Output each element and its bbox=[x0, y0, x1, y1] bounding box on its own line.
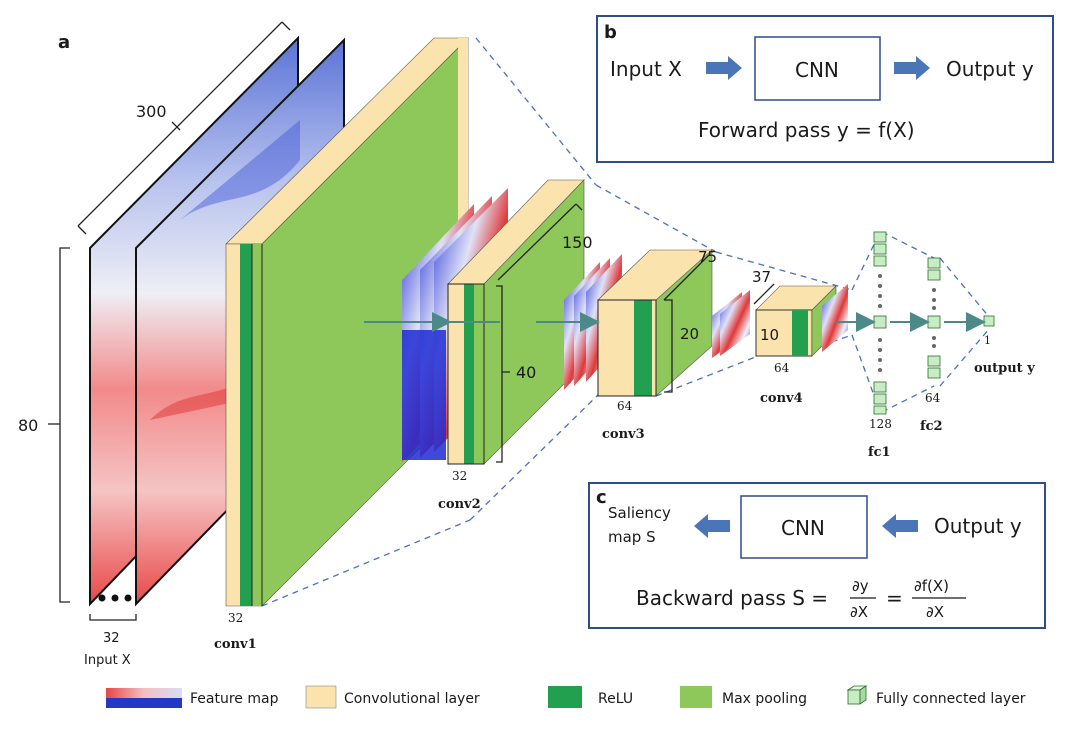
forward-cnn-label: CNN bbox=[795, 58, 839, 82]
fc2-label: fc2 bbox=[920, 419, 943, 434]
input-height-label: 80 bbox=[18, 416, 38, 435]
relu-swatch bbox=[548, 686, 582, 708]
backward-caption-prefix: Backward pass S = bbox=[636, 586, 828, 610]
legend-label: ReLU bbox=[598, 691, 633, 707]
backward-cnn-label: CNN bbox=[781, 516, 825, 540]
legend-feature-map: Feature map bbox=[106, 688, 279, 708]
input-x-label: Input X bbox=[84, 653, 131, 668]
frac2-denominator: ∂X bbox=[926, 603, 944, 621]
frac2-numerator: ∂f(X) bbox=[914, 577, 949, 595]
conv2-label: conv2 bbox=[438, 497, 481, 512]
conv4-width-bracket bbox=[753, 283, 775, 305]
input-height-bracket bbox=[48, 247, 70, 603]
output-units: 1 bbox=[984, 334, 991, 347]
conv3-channels: 64 bbox=[617, 399, 633, 413]
panel-label-c: c bbox=[596, 487, 607, 508]
conv2-channels: 32 bbox=[452, 469, 467, 483]
conv2-block bbox=[447, 179, 585, 465]
fc1-units: 128 bbox=[869, 417, 892, 431]
legend-fc: Fully connected layer bbox=[846, 685, 1026, 707]
feature-map-swatch bbox=[106, 688, 182, 698]
input-width-label: 300 bbox=[136, 102, 167, 121]
backward-output-label: Output y bbox=[934, 514, 1022, 538]
conv1-label: conv1 bbox=[214, 637, 257, 652]
forward-input-label: Input X bbox=[610, 57, 682, 81]
conv2-width-label: 150 bbox=[562, 233, 593, 252]
fc1-label: fc1 bbox=[868, 445, 891, 460]
legend-label: Max pooling bbox=[722, 691, 807, 707]
panel-label-b: b bbox=[604, 22, 617, 43]
conv3-width-bracket bbox=[663, 253, 711, 301]
conv4-channels: 64 bbox=[774, 361, 790, 375]
arrow-right-icon bbox=[894, 56, 930, 80]
conv3-width-label: 75 bbox=[698, 248, 717, 266]
panel-label-a: a bbox=[58, 32, 70, 53]
legend-label: Feature map bbox=[190, 691, 279, 707]
legend: Feature map Convolutional layer ReLU Max… bbox=[106, 685, 1026, 709]
conv2-height-label: 40 bbox=[516, 363, 536, 382]
frac1-denominator: ∂X bbox=[850, 603, 868, 621]
fc1-column bbox=[873, 231, 887, 415]
conv4-feature-maps bbox=[712, 290, 750, 358]
conv2-width-bracket bbox=[497, 203, 583, 281]
forward-pass-panel: b Input X CNN Output y Forward pass y = … bbox=[596, 15, 1054, 163]
conv1-channels: 32 bbox=[228, 611, 243, 625]
input-channel-bracket bbox=[89, 614, 137, 621]
legend-pool: Max pooling bbox=[680, 686, 807, 708]
input-ellipsis bbox=[98, 594, 132, 602]
arrow-left-icon bbox=[694, 514, 730, 538]
arrow-left-icon bbox=[882, 514, 918, 538]
conv4-block bbox=[755, 284, 848, 357]
conv3-height-bracket bbox=[664, 299, 673, 393]
frac1-numerator: ∂y bbox=[852, 577, 869, 595]
output-unit bbox=[983, 315, 995, 327]
saliency-label-line1: Saliency bbox=[608, 504, 671, 522]
output-label: output y bbox=[974, 361, 1035, 376]
conv3-label: conv3 bbox=[602, 427, 645, 442]
fc2-units: 64 bbox=[925, 391, 941, 405]
legend-label: Fully connected layer bbox=[876, 691, 1026, 707]
forward-caption: Forward pass y = f(X) bbox=[698, 118, 915, 142]
conv2-height-bracket bbox=[496, 285, 510, 463]
input-channel-label: 32 bbox=[103, 631, 120, 646]
backward-pass-panel: c Saliency map S CNN Output y Backward p… bbox=[588, 482, 1046, 629]
legend-label: Convolutional layer bbox=[344, 691, 480, 707]
equals-sign: = bbox=[886, 586, 903, 610]
forward-output-label: Output y bbox=[946, 57, 1034, 81]
legend-conv: Convolutional layer bbox=[305, 685, 480, 709]
saliency-label-line2: map S bbox=[608, 528, 656, 546]
cube-icon bbox=[846, 685, 868, 705]
conv3-height-label: 20 bbox=[680, 325, 699, 343]
conv4-height-label: 10 bbox=[760, 326, 779, 344]
pool-swatch bbox=[680, 686, 712, 708]
conv4-label: conv4 bbox=[760, 391, 803, 406]
legend-relu: ReLU bbox=[548, 686, 633, 708]
conv4-width-label: 37 bbox=[752, 268, 771, 286]
arrow-right-icon bbox=[706, 56, 742, 80]
fc2-column bbox=[927, 257, 941, 379]
input-width-bracket bbox=[77, 21, 291, 235]
conv-swatch bbox=[305, 685, 337, 709]
conv3-block bbox=[597, 249, 715, 397]
